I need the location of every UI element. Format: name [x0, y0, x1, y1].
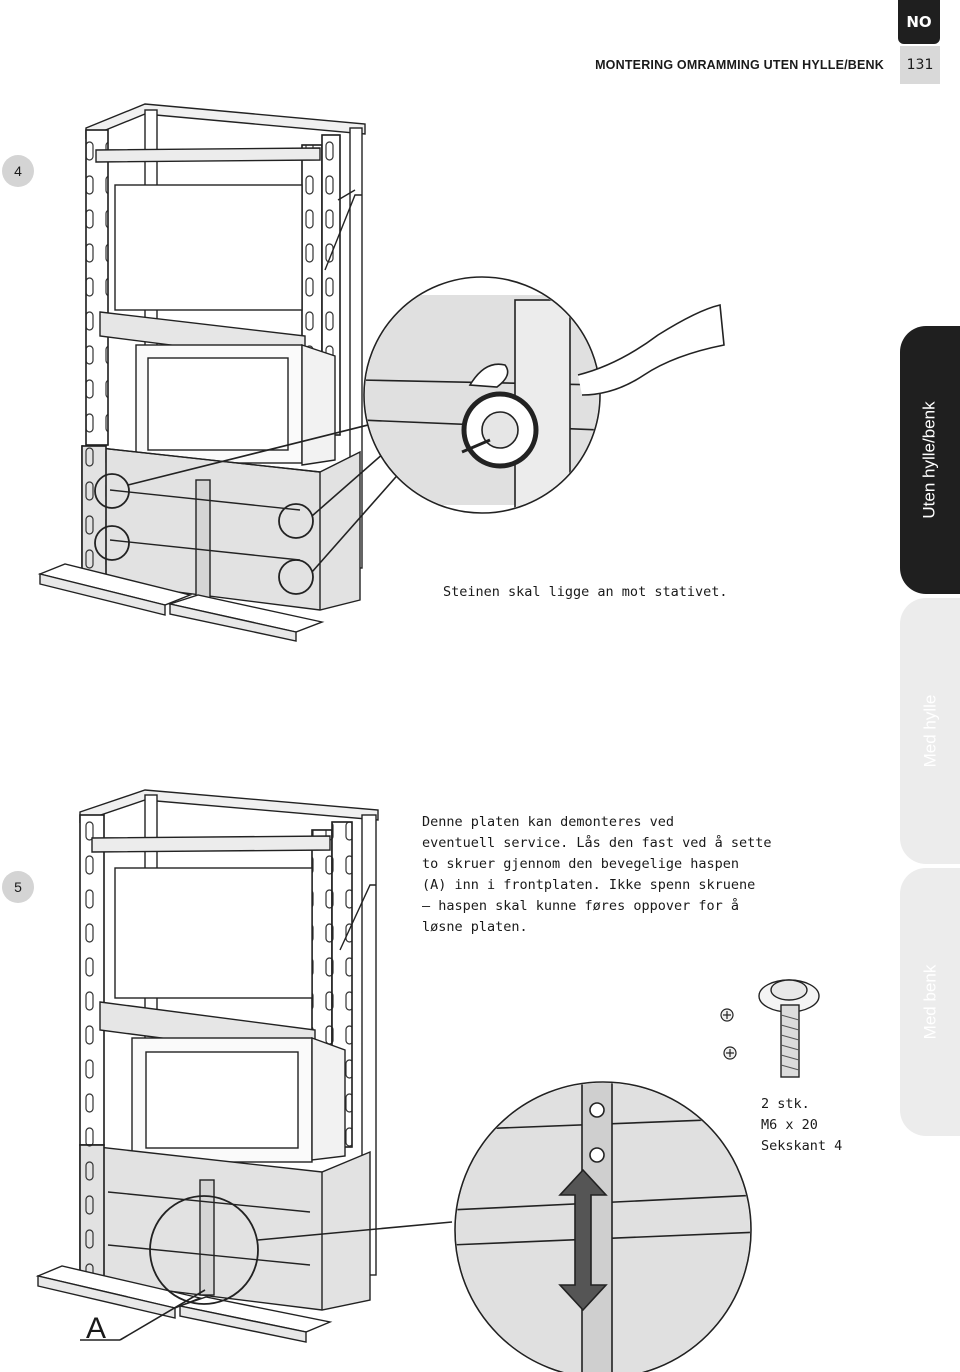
small-screw-icon [720, 1008, 737, 1060]
step-5-badge: 5 [2, 871, 34, 903]
step-5-frame-illustration [35, 789, 453, 1343]
screw-size: M6 x 20 [761, 1117, 818, 1133]
zoom-detail-step-5 [454, 1081, 752, 1372]
page-title: MONTERING OMRAMMING UTEN HYLLE/BENK [595, 58, 884, 72]
step-4-badge: 4 [2, 155, 34, 187]
screw-icon [758, 979, 820, 1078]
zoom-detail-step-4 [363, 276, 725, 514]
language-tab: NO [898, 0, 940, 44]
caption-line: – haspen skal kunne føres oppover for å [422, 898, 739, 914]
step-4-frame-illustration [37, 103, 403, 642]
caption-line: (A) inn i frontplaten. Ikke spenn skruen… [422, 877, 756, 893]
callout-a-label: A [86, 1312, 106, 1345]
page-number: 131 [900, 46, 940, 84]
screw-spec: 2 stk. M6 x 20 Sekskant 4 [761, 1094, 842, 1157]
caption-line: eventuell service. Lås den fast ved å se… [422, 835, 772, 851]
screw-quantity: 2 stk. [761, 1096, 810, 1112]
tab-med-hylle[interactable]: Med hylle [900, 598, 960, 864]
screw-drive: Sekskant 4 [761, 1138, 843, 1154]
tab-med-benk[interactable]: Med benk [900, 868, 960, 1136]
caption-line: løsne platen. [422, 919, 528, 935]
step-4-caption: Steinen skal ligge an mot stativet. [443, 584, 728, 600]
tab-uten-hylle-benk[interactable]: Uten hylle/benk [900, 326, 960, 594]
step-5-caption: Denne platen kan demonteres ved eventuel… [422, 812, 772, 938]
caption-line: Denne platen kan demonteres ved [422, 814, 674, 830]
caption-line: to skruer gjennom den bevegelige haspen [422, 856, 739, 872]
